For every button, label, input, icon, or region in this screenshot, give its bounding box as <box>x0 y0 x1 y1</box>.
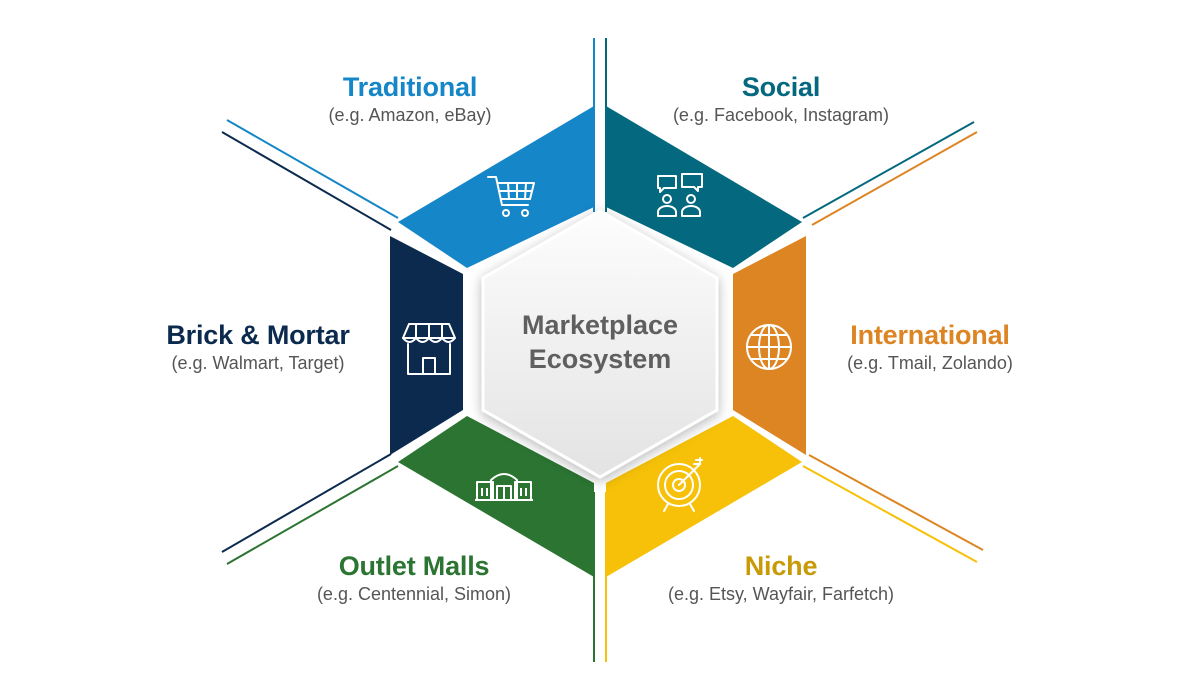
segment-traditional <box>398 106 594 268</box>
title-international: International <box>850 320 1010 350</box>
title-traditional: Traditional <box>342 72 478 102</box>
segment-social <box>606 106 802 268</box>
target-icon <box>657 457 703 512</box>
divider-ul-blue <box>226 119 399 219</box>
example-niche: (e.g. Etsy, Wayfair, Farfetch) <box>667 584 895 604</box>
label-traditional: Traditional (e.g. Amazon, eBay) <box>260 72 560 126</box>
center-title-line-1: Marketplace <box>521 310 679 340</box>
label-outlet-malls: Outlet Malls (e.g. Centennial, Simon) <box>264 551 564 605</box>
divider-ll-green <box>226 465 399 565</box>
title-brick-mortar: Brick & Mortar <box>166 320 350 350</box>
center-title-line-2: Ecosystem <box>528 344 672 374</box>
storefront-icon <box>402 323 456 375</box>
divider-ul-navy <box>221 131 392 231</box>
mall-building-icon <box>475 473 533 501</box>
people-chat-icon <box>657 173 703 217</box>
divider-ur-orange <box>811 131 978 226</box>
divider-ur-teal <box>802 121 975 219</box>
label-international: International (e.g. Tmail, Zolando) <box>780 320 1080 374</box>
globe-icon <box>746 324 792 370</box>
example-brick-mortar: (e.g. Walmart, Target) <box>171 353 345 373</box>
example-outlet-malls: (e.g. Centennial, Simon) <box>316 584 512 604</box>
divider-lines <box>221 38 984 662</box>
segment-brick-mortar <box>390 236 463 455</box>
example-traditional: (e.g. Amazon, eBay) <box>328 105 492 125</box>
center-title: Marketplace Ecosystem <box>470 308 730 376</box>
divider-lr-orange <box>808 454 984 551</box>
title-social: Social <box>741 72 821 102</box>
shopping-cart-icon <box>487 176 535 217</box>
title-niche: Niche <box>744 551 818 581</box>
title-outlet-malls: Outlet Malls <box>338 551 490 581</box>
divider-lr-yellow <box>802 465 978 563</box>
label-social: Social (e.g. Facebook, Instagram) <box>631 72 931 126</box>
example-social: (e.g. Facebook, Instagram) <box>672 105 890 125</box>
segment-niche <box>606 416 802 577</box>
divider-ll-navy <box>221 453 392 553</box>
example-international: (e.g. Tmail, Zolando) <box>847 353 1013 373</box>
label-niche: Niche (e.g. Etsy, Wayfair, Farfetch) <box>631 551 931 605</box>
label-brick-mortar: Brick & Mortar (e.g. Walmart, Target) <box>108 320 408 374</box>
center-hexagon <box>481 209 719 479</box>
